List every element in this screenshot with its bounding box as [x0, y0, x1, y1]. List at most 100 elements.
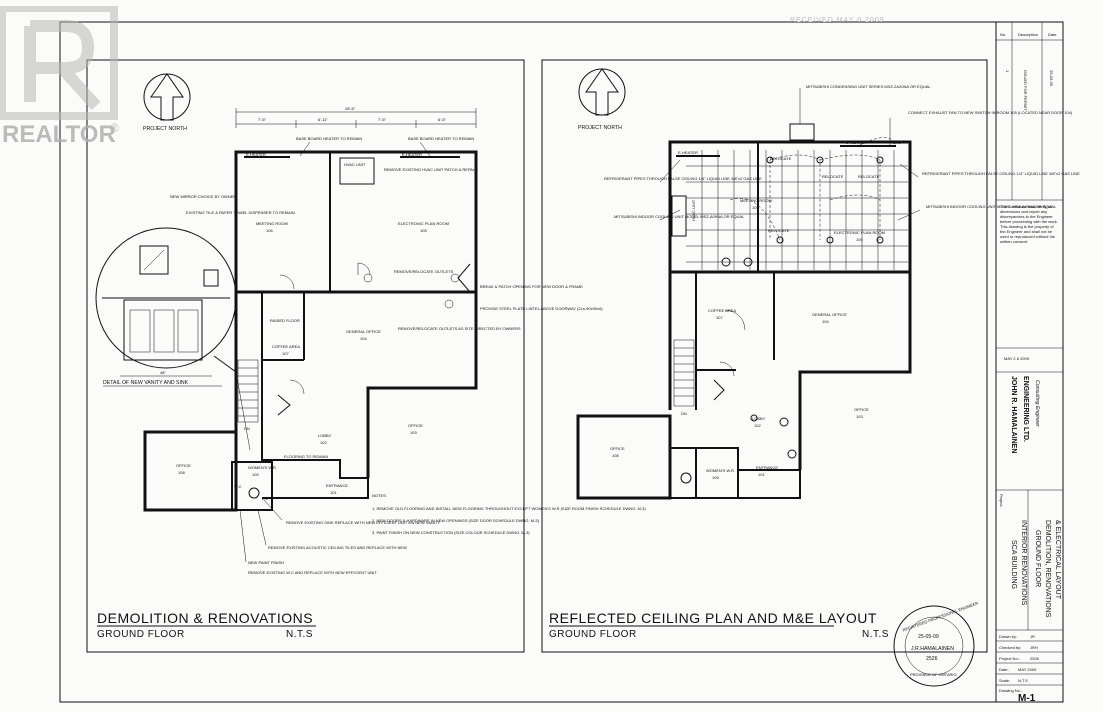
hvac-unit-label-right: HVAC UNIT [691, 199, 696, 221]
note-3: 3. PAINT FINISH ON NEW CONSTRUCTION (SIZ… [372, 530, 530, 535]
drawing-title-1: GROUND FLOOR [1034, 530, 1041, 587]
engineer-name: JOHN R. HAMALAINEN [1010, 376, 1017, 453]
seal-date: 25-05-09 [918, 634, 939, 640]
drawing-title-3: & ELECTRICAL LAYOUT [1054, 520, 1061, 600]
vanity-detail: 48" DETAIL OF NEW VANITY AND SINK [95, 227, 251, 451]
received-stamp-small: MAY 2 6 2009 [1004, 356, 1030, 361]
field-project-no-value: 2526 [1030, 656, 1040, 661]
room-name: GENERAL OFFICE [812, 312, 847, 317]
north-label-left: PROJECT NORTH [143, 126, 187, 132]
room-number: 104 [822, 319, 829, 324]
project-name-1: SCA BUILDING [1010, 540, 1017, 589]
title-block: No. Description Date 1 ISSUED FOR PERMIT… [996, 22, 1063, 704]
field-scale-label: Scale: [999, 678, 1010, 683]
room-number: 106 [752, 205, 759, 210]
light-fixtures [721, 156, 884, 459]
callout-raised-floor: RAISED FLOOR [270, 318, 300, 323]
e-heater-label-2: E-HEATER [402, 152, 422, 157]
right-plan-scale: N.T.S [862, 629, 889, 640]
callout-acoustic-ceiling: REMOVE EXISTING ACOUSTIC CEILING TILES A… [268, 545, 407, 550]
room-number: 101 [758, 472, 765, 477]
e-heater-label-1: E-HEATER [246, 152, 266, 157]
room-name: ELECTRONIC PLAN ROOM [834, 230, 885, 235]
callout-new-mirror: NEW MIRROR CHOICE BY OWNER [170, 194, 236, 199]
room-name: MEETING ROOM [256, 221, 288, 226]
e-heater-right-1: E-HEATER [678, 150, 698, 155]
stair-down-label: DN [244, 426, 250, 431]
left-plan-title: DEMOLITION & RENOVATIONS [97, 610, 313, 626]
received-stamp: RECEIVED MAY 0 2009 [790, 17, 885, 24]
drawing-number: M-1 [1018, 693, 1036, 704]
room-name: COFFEE AREA [272, 344, 300, 349]
field-checked-by-value: JRH [1030, 645, 1038, 650]
room-number: 104 [360, 336, 367, 341]
dim-4: 6'-6" [438, 117, 447, 122]
right-plan-subtitle: GROUND FLOOR [549, 629, 637, 640]
dim-3: 7'-6" [378, 117, 387, 122]
left-notes: NOTES: 1. REMOVE OLD FLOORING AND INSTAL… [372, 493, 646, 535]
callout-refrigerant-left: REFRIGERANT PIPES THROUGH FALSE CEILING … [604, 176, 762, 181]
room-name: OFFICE [176, 463, 191, 468]
room-number: 102 [754, 423, 761, 428]
project-label: Project: [999, 494, 1004, 508]
contractor-note: The Contractor shall verify all dimensio… [1000, 204, 1058, 244]
room-number: 107 [282, 351, 289, 356]
detail-caption: DETAIL OF NEW VANITY AND SINK [103, 380, 189, 386]
relocate-2: RELOCATE [822, 174, 844, 179]
seal-province: PROVINCE OF ONTARIO [910, 672, 957, 677]
room-name: ELECTRONIC PLAN ROOM [398, 221, 449, 226]
right-plan-title: REFLECTED CEILING PLAN AND M&E LAYOUT [549, 610, 877, 626]
room-name: LOBBY [318, 433, 332, 438]
field-date-label: Date: [999, 667, 1009, 672]
exhaust-fan-tag: EF1 [893, 140, 901, 145]
room-name: OFFICE [610, 446, 625, 451]
field-checked-by-label: Checked by: [999, 645, 1021, 650]
callout-baseboard-2: BASE BOARD HEATER TO REMAIN [408, 136, 474, 141]
relocate-1: RELOCATE [770, 156, 792, 161]
callout-baseboard-1: BASE BOARD HEATER TO REMAIN [296, 136, 362, 141]
field-drawn-by-label: Drawn by: [999, 634, 1017, 639]
hvac-unit-label: HVAC UNIT [344, 162, 366, 167]
room-name: ENTRANCE [326, 483, 348, 488]
room-number: 109 [252, 472, 259, 477]
left-plan-subtitle: GROUND FLOOR [97, 629, 185, 640]
dim-2: 6'-11" [318, 117, 328, 122]
right-panel-frame [541, 59, 988, 653]
field-drawn-by-value: JR [1030, 634, 1035, 639]
rev-date: 25-05-09 [1049, 70, 1054, 87]
room-name: MEETING ROOM [740, 198, 772, 203]
room-name: WOMEN'S W.R. [248, 465, 277, 470]
room-number: 109 [712, 475, 719, 480]
fixture-tag: L-1 [262, 496, 269, 501]
rev-no: 1 [1005, 70, 1010, 73]
rev-header-date: Date [1048, 32, 1057, 37]
callout-indoor-unit-left: MITSUBISHI INDOOR COOLING UNIT MODEL MSZ… [614, 214, 745, 219]
room-number: 106 [266, 228, 273, 233]
room-number: 101 [330, 490, 337, 495]
notes-title: NOTES: [372, 493, 387, 498]
contractor-note-box: The Contractor shall verify all dimensio… [1000, 204, 1058, 244]
condensing-unit [789, 123, 815, 141]
seal-name: J.R.HAMALAINEN [911, 646, 954, 652]
right-room-labels: MEETING ROOM 106 ELECTRONIC PLAN ROOM 10… [610, 198, 885, 480]
room-number: 105 [420, 228, 427, 233]
callout-relocate-outlets-2: REMOVE/RELOCATE OUTLETS AS SITE DIRECTED… [398, 326, 521, 331]
field-scale-value: N.T.S [1018, 678, 1028, 683]
seal-registration: REGISTERED PROFESSIONAL ENGINEER [902, 600, 979, 632]
room-name: OFFICE [854, 407, 869, 412]
north-arrow-left: PROJECT NORTH [143, 73, 191, 132]
note-2: 2. NEW DOORS & HARDWARE IN NEW OPENINGS … [372, 518, 540, 523]
north-label-right: PROJECT NORTH [578, 125, 622, 131]
room-number: 103 [410, 430, 417, 435]
callout-exhaust-fan: CONNECT EXHAUST FAN TO NEW SWITCH IN ROO… [908, 110, 1073, 115]
relocate-3: RELOCATE [858, 174, 880, 179]
sheet-border [59, 21, 1064, 703]
left-plan-scale: N.T.S [286, 629, 313, 640]
callout-existing-tile: EXISTING TILE & PAPER TOWEL DISPENSER TO… [186, 210, 295, 215]
right-callouts: MITSUBISHI CONDENSING UNIT SERIES MXZ-2A… [604, 84, 1080, 233]
callout-indoor-unit-right: MITSUBISHI INDOOR COOLING UNIT MODEL MSZ… [926, 204, 1057, 209]
room-number: 103 [856, 414, 863, 419]
engineer-firm: ENGINEERING LTD. [1022, 376, 1029, 442]
note-1: 1. REMOVE OLD FLOORING AND INSTALL NEW F… [372, 506, 646, 511]
